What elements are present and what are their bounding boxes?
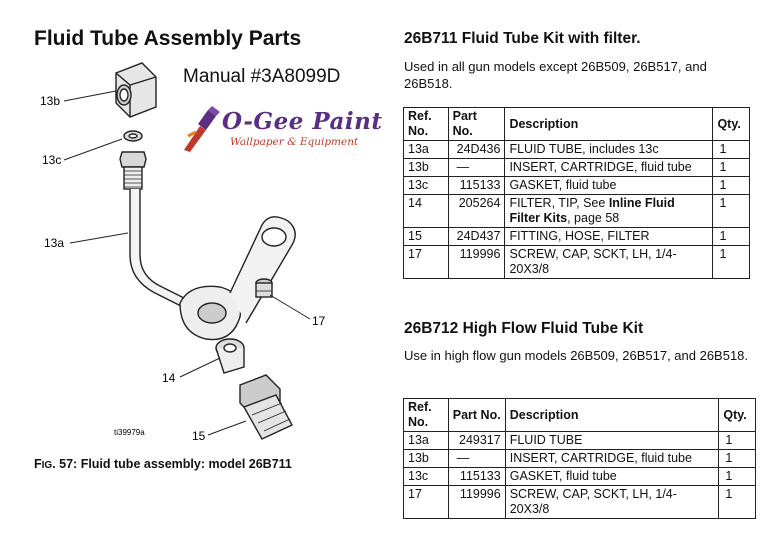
header-description: Description xyxy=(504,398,720,432)
header-qty: Qty. xyxy=(712,107,750,141)
callout-13b: 13b xyxy=(40,94,60,108)
illustration-id: ti39979a xyxy=(114,428,145,437)
tube-nut-part xyxy=(119,151,147,190)
header-part: Part No. xyxy=(447,107,506,141)
header-ref: Ref. No. xyxy=(403,398,449,432)
cap-screw-part xyxy=(255,278,273,298)
header-qty: Qty. xyxy=(718,398,756,432)
header-description: Description xyxy=(504,107,714,141)
page-title: Fluid Tube Assembly Parts xyxy=(34,27,302,50)
kit1-title: 26B711 Fluid Tube Kit with filter. xyxy=(404,30,641,47)
hose-fitting-part xyxy=(239,374,293,440)
figure-caption: FIG. 57: Fluid tube assembly: model 26B7… xyxy=(34,457,292,471)
table-header-row: Ref. No. Part No. Description Qty. xyxy=(403,398,756,432)
fluid-tube-diagram: 13b 13c 13a 17 14 ti39979a 15 xyxy=(40,62,326,443)
kit2-description: Use in high flow gun models 26B509, 26B5… xyxy=(404,348,749,363)
filter-tip-part xyxy=(215,338,245,374)
logo-name: O-Gee Paint xyxy=(222,108,383,135)
manual-number: Manual #3A8099D xyxy=(183,66,341,87)
paintbrush-icon xyxy=(184,106,220,152)
insert-cartridge-part xyxy=(115,62,157,118)
header-part: Part No. xyxy=(447,398,506,432)
filter-description: FILTER, TIP, See Inline Fluid Filter Kit… xyxy=(504,194,714,228)
kit2-title: 26B712 High Flow Fluid Tube Kit xyxy=(404,320,644,337)
callout-13c: 13c xyxy=(42,153,61,167)
table-header-row: Ref. No. Part No. Description Qty. xyxy=(403,107,750,141)
callout-17: 17 xyxy=(312,314,326,328)
kit1-description: Used in all gun models except 26B509, 26… xyxy=(404,59,707,91)
ogee-paint-logo: O-Gee Paint Wallpaper & Equipment xyxy=(178,106,388,156)
callout-15: 15 xyxy=(192,429,206,443)
logo-tagline: Wallpaper & Equipment xyxy=(230,136,359,148)
filter-kits-link[interactable]: Inline Fluid Filter Kits xyxy=(509,196,675,225)
header-ref: Ref. No. xyxy=(403,107,449,141)
callout-13a: 13a xyxy=(44,236,64,250)
filter-housing-part xyxy=(179,216,296,341)
callout-14: 14 xyxy=(162,371,176,385)
